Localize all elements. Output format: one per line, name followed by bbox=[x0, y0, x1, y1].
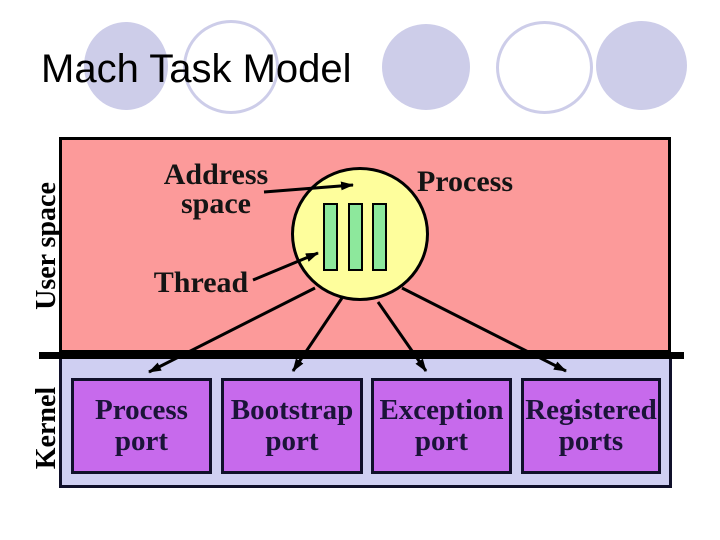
address-space-label: Address space bbox=[146, 158, 286, 220]
port-box-process: Process port bbox=[71, 378, 212, 474]
port-box-label-line1: Bootstrap bbox=[230, 394, 354, 426]
port-box-label-line2: port bbox=[114, 425, 169, 457]
thread-label: Thread bbox=[153, 266, 249, 299]
decorative-ellipse-icon bbox=[84, 22, 168, 110]
user-kernel-divider bbox=[39, 352, 684, 359]
slide-title: Mach Task Model bbox=[41, 47, 352, 91]
port-box-registered: Registered ports bbox=[521, 378, 661, 474]
decorative-ellipse-icon bbox=[382, 24, 470, 110]
kernel-label: Kernel bbox=[31, 386, 62, 470]
process-label: Process bbox=[416, 165, 514, 198]
decorative-ellipse-icon bbox=[596, 21, 687, 110]
port-box-label-line2: port bbox=[414, 425, 469, 457]
port-box-label-line1: Process bbox=[95, 394, 188, 426]
thread-bar-icon bbox=[348, 203, 363, 271]
address-space-label-line2: space bbox=[181, 187, 251, 220]
port-box-label-line2: ports bbox=[558, 425, 624, 457]
thread-bar-icon bbox=[372, 203, 387, 271]
decorative-ellipse-icon bbox=[183, 20, 279, 114]
port-box-bootstrap: Bootstrap port bbox=[221, 378, 363, 474]
user-space-label: User space bbox=[31, 182, 62, 310]
address-space-label-line1: Address bbox=[163, 158, 269, 191]
port-box-label-line1: Registered bbox=[525, 394, 657, 426]
decorative-ellipse-icon bbox=[496, 21, 593, 114]
port-box-exception: Exception port bbox=[371, 378, 512, 474]
port-box-label-line1: Exception bbox=[379, 394, 504, 426]
thread-bar-icon bbox=[323, 203, 338, 271]
port-box-label-line2: port bbox=[265, 425, 319, 457]
